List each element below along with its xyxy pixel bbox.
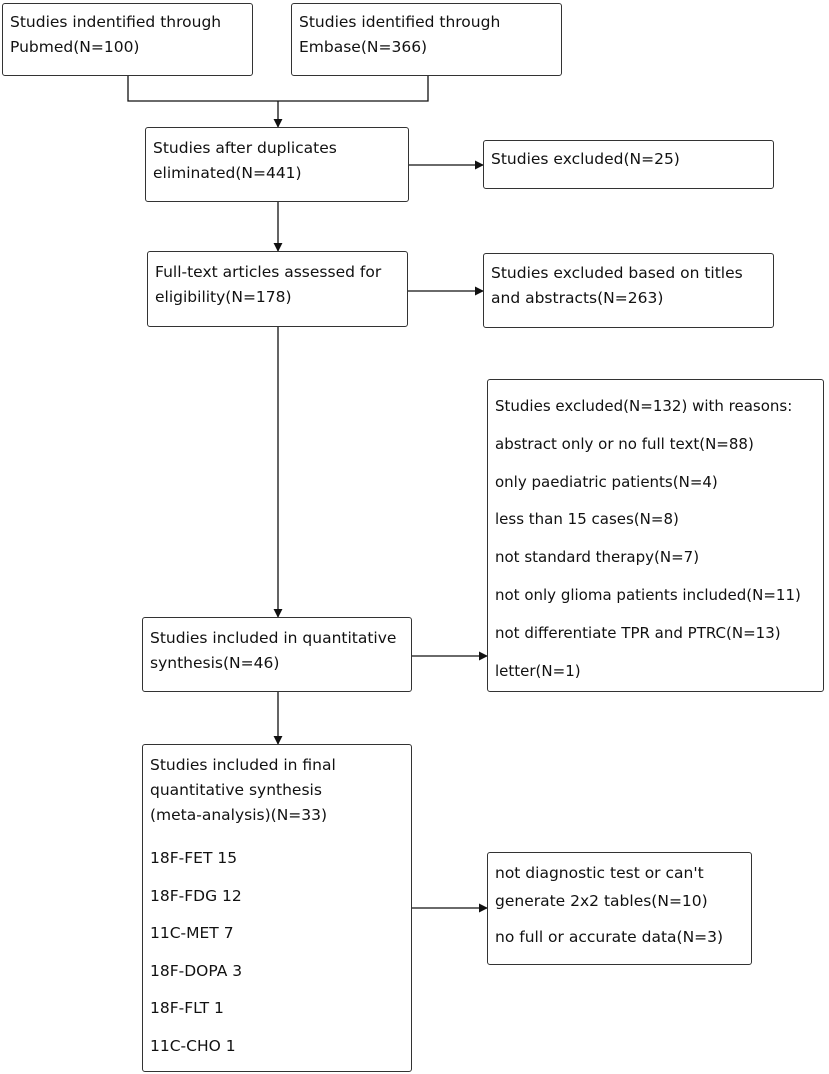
spacer xyxy=(150,828,404,840)
tracer-item: 18F-FET 15 xyxy=(150,849,238,867)
excluded-263-line-1: Studies excluded based on titles xyxy=(491,264,743,282)
pubmed-line-1: Studies indentified through xyxy=(10,13,222,31)
reason-item: not differentiate TPR and PTRC(N=13) xyxy=(495,623,781,642)
excluded-13-line-1: not diagnostic test or can't xyxy=(495,864,704,882)
final-header-line-2: quantitative synthesis xyxy=(150,781,322,799)
final-header-line-1: Studies included in final xyxy=(150,756,336,774)
excluded-263-box: Studies excluded based on titles and abs… xyxy=(483,253,774,328)
embase-line-1: Studies identified through xyxy=(299,13,501,31)
tracer-item: 18F-FDG 12 xyxy=(150,886,242,905)
excluded-263-line-2: and abstracts(N=263) xyxy=(491,289,664,307)
embase-line-2: Embase(N=366) xyxy=(299,38,428,56)
tracer-item: 18F-FLT 1 xyxy=(150,999,224,1017)
fulltext-line-2: eligibility(N=178) xyxy=(155,288,292,306)
pubmed-box: Studies indentified through Pubmed(N=100… xyxy=(2,3,253,76)
duplicates-box: Studies after duplicates eliminated(N=44… xyxy=(145,127,409,202)
reason-item: not standard therapy(N=7) xyxy=(495,548,700,567)
quantitative-synthesis-box: Studies included in quantitative synthes… xyxy=(142,617,412,692)
excluded-25-line-1: Studies excluded(N=25) xyxy=(491,150,680,168)
reason-item: abstract only or no full text(N=88) xyxy=(495,434,754,453)
tracer-item: 18F-DOPA 3 xyxy=(150,961,243,980)
reason-item: only paediatric patients(N=4) xyxy=(495,472,718,491)
excluded-13-box: not diagnostic test or can't generate 2x… xyxy=(487,852,752,965)
quantitative-line-1: Studies included in quantitative xyxy=(150,629,397,647)
pubmed-line-2: Pubmed(N=100) xyxy=(10,38,140,56)
excluded-13-line-2: generate 2x2 tables(N=10) xyxy=(495,892,708,910)
tracer-list: 18F-FET 15 18F-FDG 12 11C-MET 7 18F-DOPA… xyxy=(150,840,404,1065)
embase-box: Studies identified through Embase(N=366) xyxy=(291,3,562,76)
tracer-item: 11C-MET 7 xyxy=(150,924,234,942)
reason-item: letter(N=1) xyxy=(495,661,581,680)
fulltext-box: Full-text articles assessed for eligibil… xyxy=(147,251,408,327)
fulltext-line-1: Full-text articles assessed for xyxy=(155,263,382,281)
quantitative-line-2: synthesis(N=46) xyxy=(150,654,280,672)
reason-item: not only glioma patients included(N=11) xyxy=(495,585,801,604)
merge-connector xyxy=(127,76,429,102)
final-synthesis-box: Studies included in final quantitative s… xyxy=(142,744,412,1072)
exclusion-reasons-box: Studies excluded(N=132) with reasons: ab… xyxy=(487,379,824,692)
excluded-25-box: Studies excluded(N=25) xyxy=(483,140,774,189)
duplicates-line-2: eliminated(N=441) xyxy=(153,164,302,182)
tracer-item: 11C-CHO 1 xyxy=(150,1036,236,1055)
final-header-line-3: (meta-analysis)(N=33) xyxy=(150,806,328,824)
excluded-13-line-3: no full or accurate data(N=3) xyxy=(495,928,724,946)
reasons-header: Studies excluded(N=132) with reasons: xyxy=(495,397,793,415)
reason-item: less than 15 cases(N=8) xyxy=(495,510,679,529)
duplicates-line-1: Studies after duplicates xyxy=(153,139,337,157)
